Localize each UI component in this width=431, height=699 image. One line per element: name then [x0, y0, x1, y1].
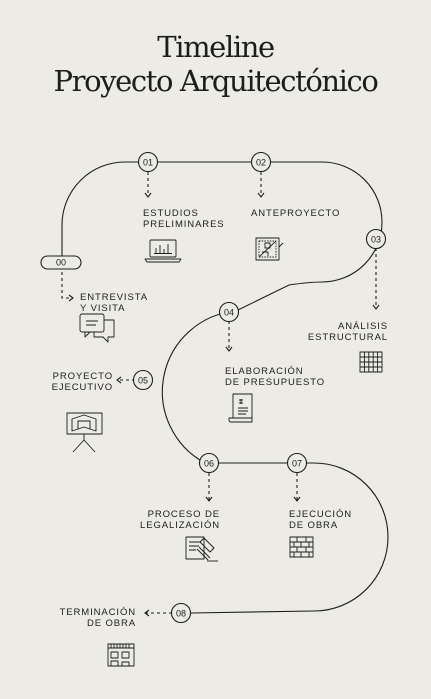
step-label-01-line-2: PRELIMINARES [143, 219, 225, 230]
arrowhead-07 [293, 496, 301, 502]
step-number-01: 01 [143, 158, 153, 168]
title-line-1: Timeline [157, 30, 275, 64]
brick-wall-icon [289, 536, 314, 558]
step-label-08-line-1: TERMINACIÓN [59, 607, 136, 618]
step-label-06-line-1: PROCESO DE [147, 509, 220, 520]
chat-bubbles-icon [79, 313, 115, 343]
step-label-05: PROYECTO EJECUTIVO [52, 371, 113, 393]
step-label-01: ESTUDIOS PRELIMINARES [143, 208, 225, 230]
step-number-03: 03 [371, 235, 381, 245]
legal-document-icon [185, 536, 218, 562]
step-label-01-line-1: ESTUDIOS [143, 208, 199, 219]
page-title: Timeline Proyecto Arquitectónico [0, 30, 431, 98]
step-marker-07 [286, 452, 308, 474]
step-label-06-line-2: LEGALIZACIÓN [140, 520, 220, 531]
structural-grid-icon [359, 351, 383, 373]
step-label-08-line-2: DE OBRA [86, 618, 136, 629]
arrowhead-04 [225, 346, 233, 352]
step-label-04-line-1: ELABORACIÓN [225, 366, 304, 377]
step-marker-03 [365, 228, 387, 250]
connector-00 [61, 272, 72, 299]
step-number-05: 05 [138, 376, 148, 386]
step-label-03-line-2: ESTRUCTURAL [307, 332, 388, 343]
step-label-05-line-1: PROYECTO [52, 371, 113, 382]
step-label-07: EJECUCIÓN DE OBRA [289, 509, 352, 531]
step-label-06: PROCESO DE LEGALIZACIÓN [140, 509, 220, 531]
step-label-04-line-2: DE PRESUPUESTO [225, 377, 326, 388]
step-label-03-line-1: ANÁLISIS [338, 321, 388, 332]
step-label-04: ELABORACIÓN DE PRESUPUESTO [225, 366, 325, 388]
step-number-04: 04 [224, 308, 234, 318]
step-number-02: 02 [256, 158, 266, 168]
title-line-2: Proyecto Arquitectónico [53, 64, 379, 98]
arrowhead-06 [205, 496, 213, 502]
step-marker-01 [137, 151, 159, 173]
step-label-00-line-1: ENTREVISTA [80, 292, 148, 303]
step-marker-08 [170, 602, 192, 624]
step-label-07-line-1: EJECUCIÓN [289, 509, 352, 520]
arrowhead-02 [257, 192, 265, 198]
step-label-00: ENTREVISTA Y VISITA [80, 292, 148, 314]
arrowhead-00 [68, 294, 74, 302]
step-marker-02 [250, 151, 272, 173]
step-label-07-line-2: DE OBRA [289, 520, 339, 531]
step-label-02-line-1: ANTEPROYECTO [251, 208, 341, 219]
presentation-board-icon [66, 412, 103, 453]
step-number-07: 07 [292, 459, 302, 469]
laptop-chart-icon [144, 239, 182, 263]
step-number-00: 00 [56, 258, 66, 268]
finished-building-icon [107, 643, 135, 667]
step-number-08: 08 [176, 609, 186, 619]
arrowhead-05 [116, 376, 122, 384]
step-label-08: TERMINACIÓN DE OBRA [60, 607, 136, 629]
step-marker-05 [132, 369, 154, 391]
step-label-00-line-2: Y VISITA [80, 303, 126, 314]
arrowhead-03 [372, 304, 380, 310]
step-marker-06 [198, 452, 220, 474]
blueprint-sketch-icon [255, 237, 284, 261]
arrowhead-01 [144, 192, 152, 198]
step-marker-04 [218, 301, 240, 323]
arrowhead-08 [144, 609, 150, 617]
step-label-03: ANÁLISIS ESTRUCTURAL [308, 321, 388, 343]
budget-receipt-icon [228, 393, 253, 423]
step-number-06: 06 [204, 459, 214, 469]
step-label-02: ANTEPROYECTO [251, 208, 340, 219]
step-label-05-line-2: EJECUTIVO [51, 382, 113, 393]
step-marker-00 [40, 255, 82, 270]
